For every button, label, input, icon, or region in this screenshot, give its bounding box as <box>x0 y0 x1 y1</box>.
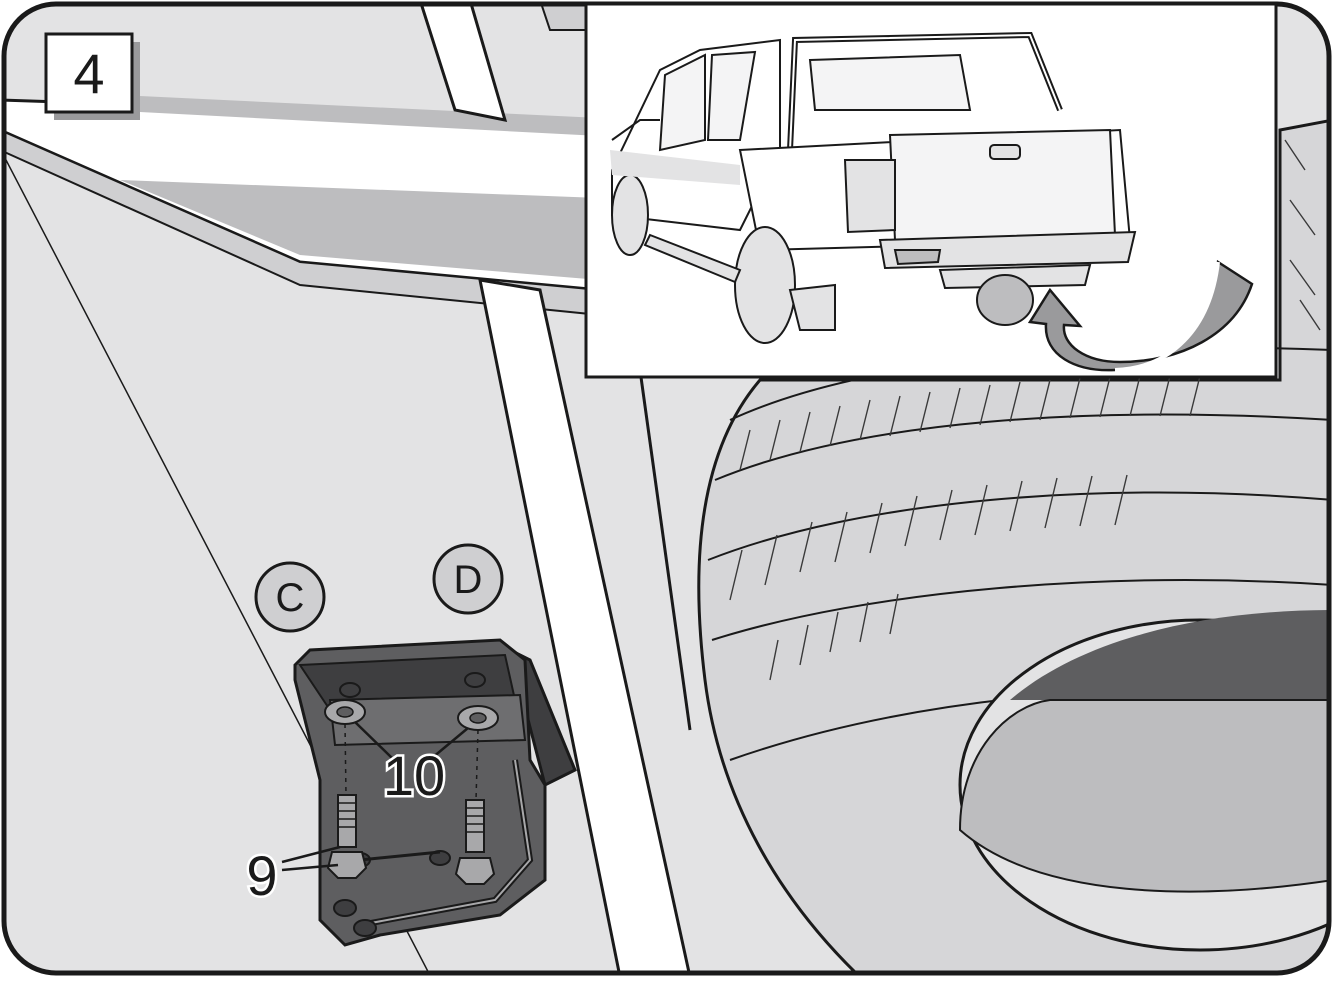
step-number-box: 4 <box>44 32 140 120</box>
washers <box>324 699 499 731</box>
curved-arrow-icon <box>1027 259 1254 372</box>
pickup-truck-rear-view-icon <box>610 31 1137 344</box>
callout-leaders <box>281 721 469 872</box>
marker-c: C <box>254 561 326 633</box>
spare-tire <box>697 118 1329 973</box>
step-number: 4 <box>73 42 104 105</box>
callout-washers-label: 10 <box>383 744 445 807</box>
marker-d: D <box>432 543 504 615</box>
inset-panel <box>584 2 1278 379</box>
marker-d-label: D <box>454 558 483 602</box>
tire-tread <box>729 375 1201 681</box>
bolts <box>326 794 496 885</box>
callout-bolts-label: 9 <box>246 844 277 907</box>
alignment-lines <box>344 723 479 801</box>
marker-c-label: C <box>276 576 305 620</box>
